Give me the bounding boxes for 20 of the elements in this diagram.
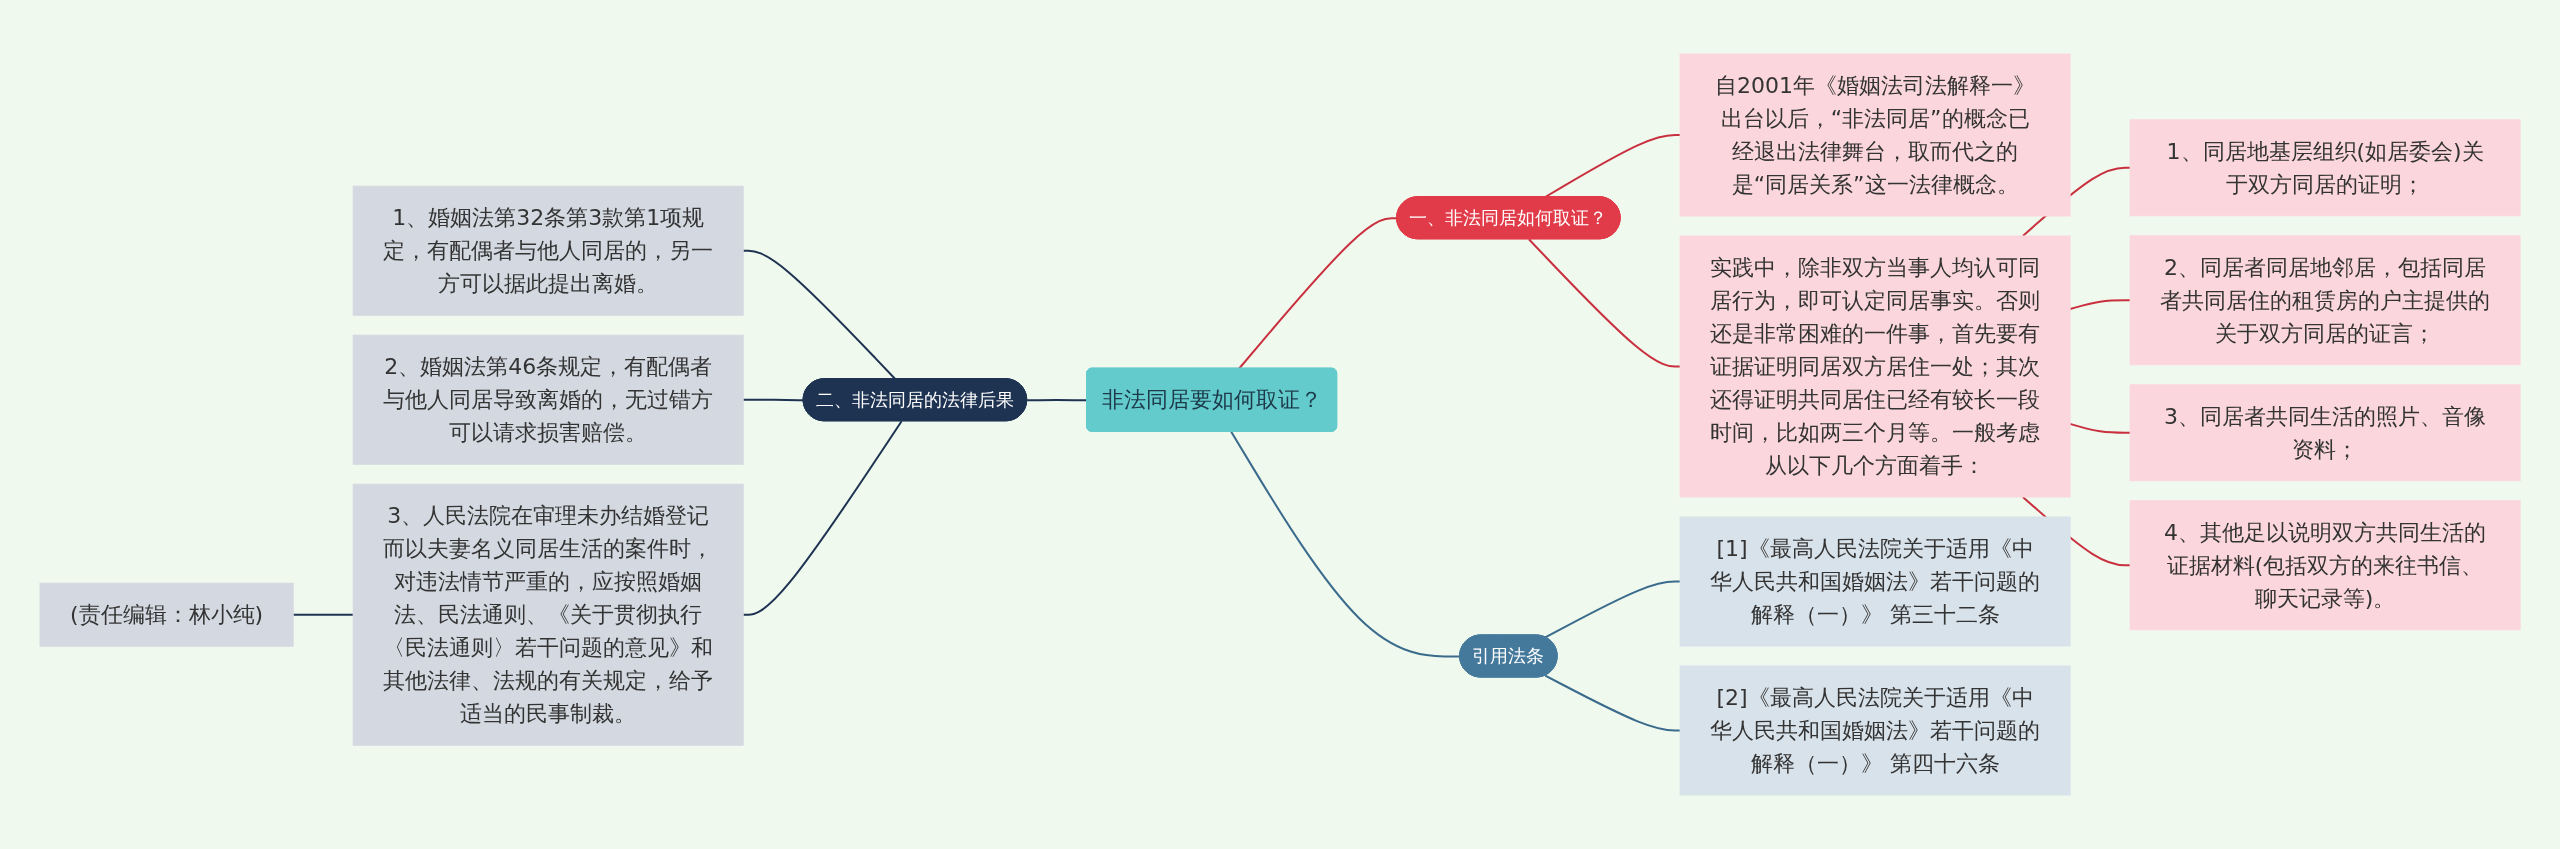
node-box: 2、婚姻法第46条规定，有配偶者与他人同居导致离婚的，无过错方可以请求损害赔偿。 <box>352 334 744 465</box>
node-box: 3、人民法院在审理未办结婚登记而以夫妻名义同居生活的案件时，对违法情节严重的，应按照婚姻法、民法通则、《关于贯彻执行〈民法通则〉若干问题的意见》和其他法律、法规的有关规定，给予适当的民事制裁。 <box>352 483 744 746</box>
connector <box>1544 674 1682 732</box>
connector <box>2069 299 2132 311</box>
node-box: 2、同居者同居地邻居，包括同居者共同居住的租赁房的户主提供的关于双方同居的证言； <box>2129 235 2521 366</box>
node-box: (责任编辑：林小纯) <box>39 582 294 647</box>
node-box: 实践中，除非双方当事人均认可同居行为，即可认定同居事实。否则还是非常困难的一件事，首先要有证据证明同居双方居住一处；其次还得证明共同居住已经有较长一段时间，比如两三个月等。一般考虑从以下几个方面着手： <box>1679 235 2071 498</box>
node-box: 1、同居地基层组织(如居委会)关于双方同居的证明； <box>2129 119 2521 217</box>
connector <box>1527 238 1682 368</box>
connector <box>1544 580 1682 639</box>
connector <box>292 613 355 616</box>
connector <box>2069 422 2132 434</box>
connector <box>742 420 903 616</box>
connector <box>742 398 805 402</box>
node-box: [2]《最高人民法院关于适用《中华人民共和国婚姻法》若干问题的解释（一）》 第四十六条 <box>1679 665 2071 796</box>
node-box: 4、其他足以说明双方共同生活的证据材料(包括双方的来往书信、聊天记录等)。 <box>2129 500 2521 631</box>
node-box: 1、婚姻法第32条第3款第1项规定，有配偶者与他人同居的，另一方可以据此提出离婚。 <box>352 185 744 316</box>
node-box: 自2001年《婚姻法司法解释一》出台以后，“非法同居”的概念已经退出法律舞台，取而代之的是“同居关系”这一法律概念。 <box>1679 53 2071 217</box>
node-box: [1]《最高人民法院关于适用《中华人民共和国婚姻法》若干问题的解释（一）》 第三十二条 <box>1679 516 2071 647</box>
node-box: 3、同居者共同生活的照片、音像资料； <box>2129 384 2521 482</box>
